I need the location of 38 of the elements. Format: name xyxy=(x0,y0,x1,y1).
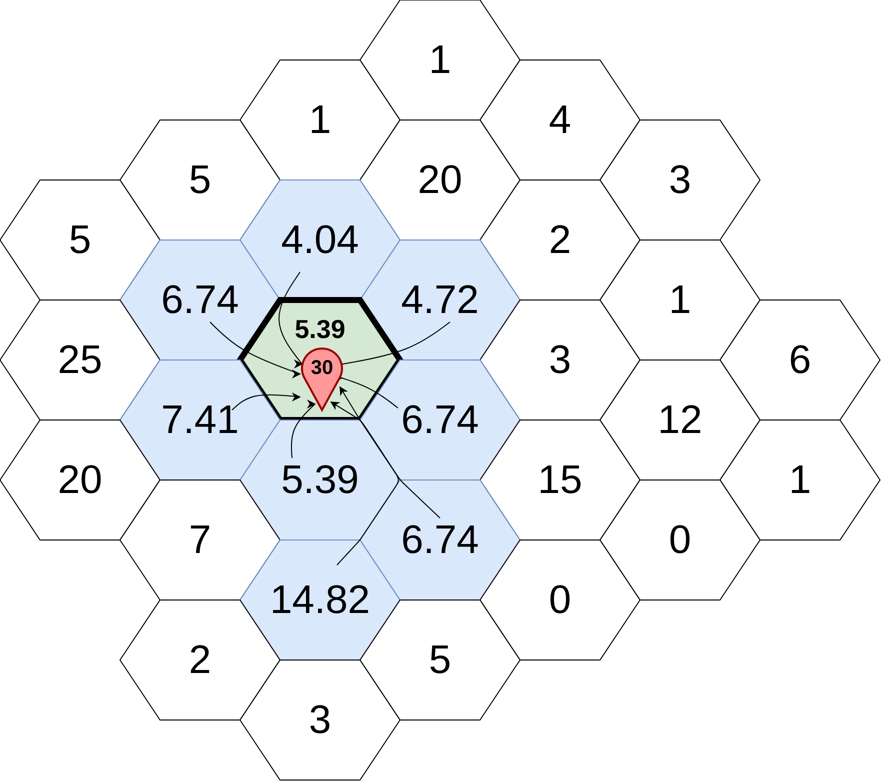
pin-value: 30 xyxy=(310,356,334,380)
cell-value: 2 xyxy=(188,637,212,683)
cell-value: 4.04 xyxy=(280,217,360,263)
cell-value: 4.72 xyxy=(400,277,480,323)
cell-value: 1 xyxy=(308,97,332,143)
cell-value: 14.82 xyxy=(268,577,372,623)
cell-value: 7.41 xyxy=(160,397,240,443)
cell-value: 6.74 xyxy=(160,277,240,323)
cell-value: 5 xyxy=(68,217,92,263)
cell-value: 6.74 xyxy=(400,517,480,563)
cell-value: 0 xyxy=(668,517,692,563)
cell-value: 5.39 xyxy=(280,457,360,503)
cell-value: 25 xyxy=(56,337,104,383)
cell-value: 20 xyxy=(416,157,464,203)
cell-value: 3 xyxy=(668,157,692,203)
cell-value: 3 xyxy=(548,337,572,383)
center-value: 5.39 xyxy=(294,314,346,344)
cell-value: 1 xyxy=(788,457,812,503)
cell-value: 5 xyxy=(188,157,212,203)
cell-value: 0 xyxy=(548,577,572,623)
cell-value: 2 xyxy=(548,217,572,263)
cell-value: 5 xyxy=(428,637,452,683)
cell-value: 12 xyxy=(656,397,704,443)
cell-value: 15 xyxy=(536,457,584,503)
arrow xyxy=(340,386,440,518)
arrow xyxy=(210,322,301,376)
cell-value: 6 xyxy=(788,337,812,383)
cell-value: 1 xyxy=(428,37,452,83)
arrow xyxy=(330,402,399,566)
cell-value: 7 xyxy=(188,517,212,563)
arrow xyxy=(342,322,450,367)
cell-value: 3 xyxy=(308,697,332,743)
arrow xyxy=(341,376,398,408)
arrow xyxy=(232,392,301,410)
cell-value: 6.74 xyxy=(400,397,480,443)
cell-value: 1 xyxy=(668,277,692,323)
cell-value: 4 xyxy=(548,97,572,143)
cell-value: 20 xyxy=(56,457,104,503)
